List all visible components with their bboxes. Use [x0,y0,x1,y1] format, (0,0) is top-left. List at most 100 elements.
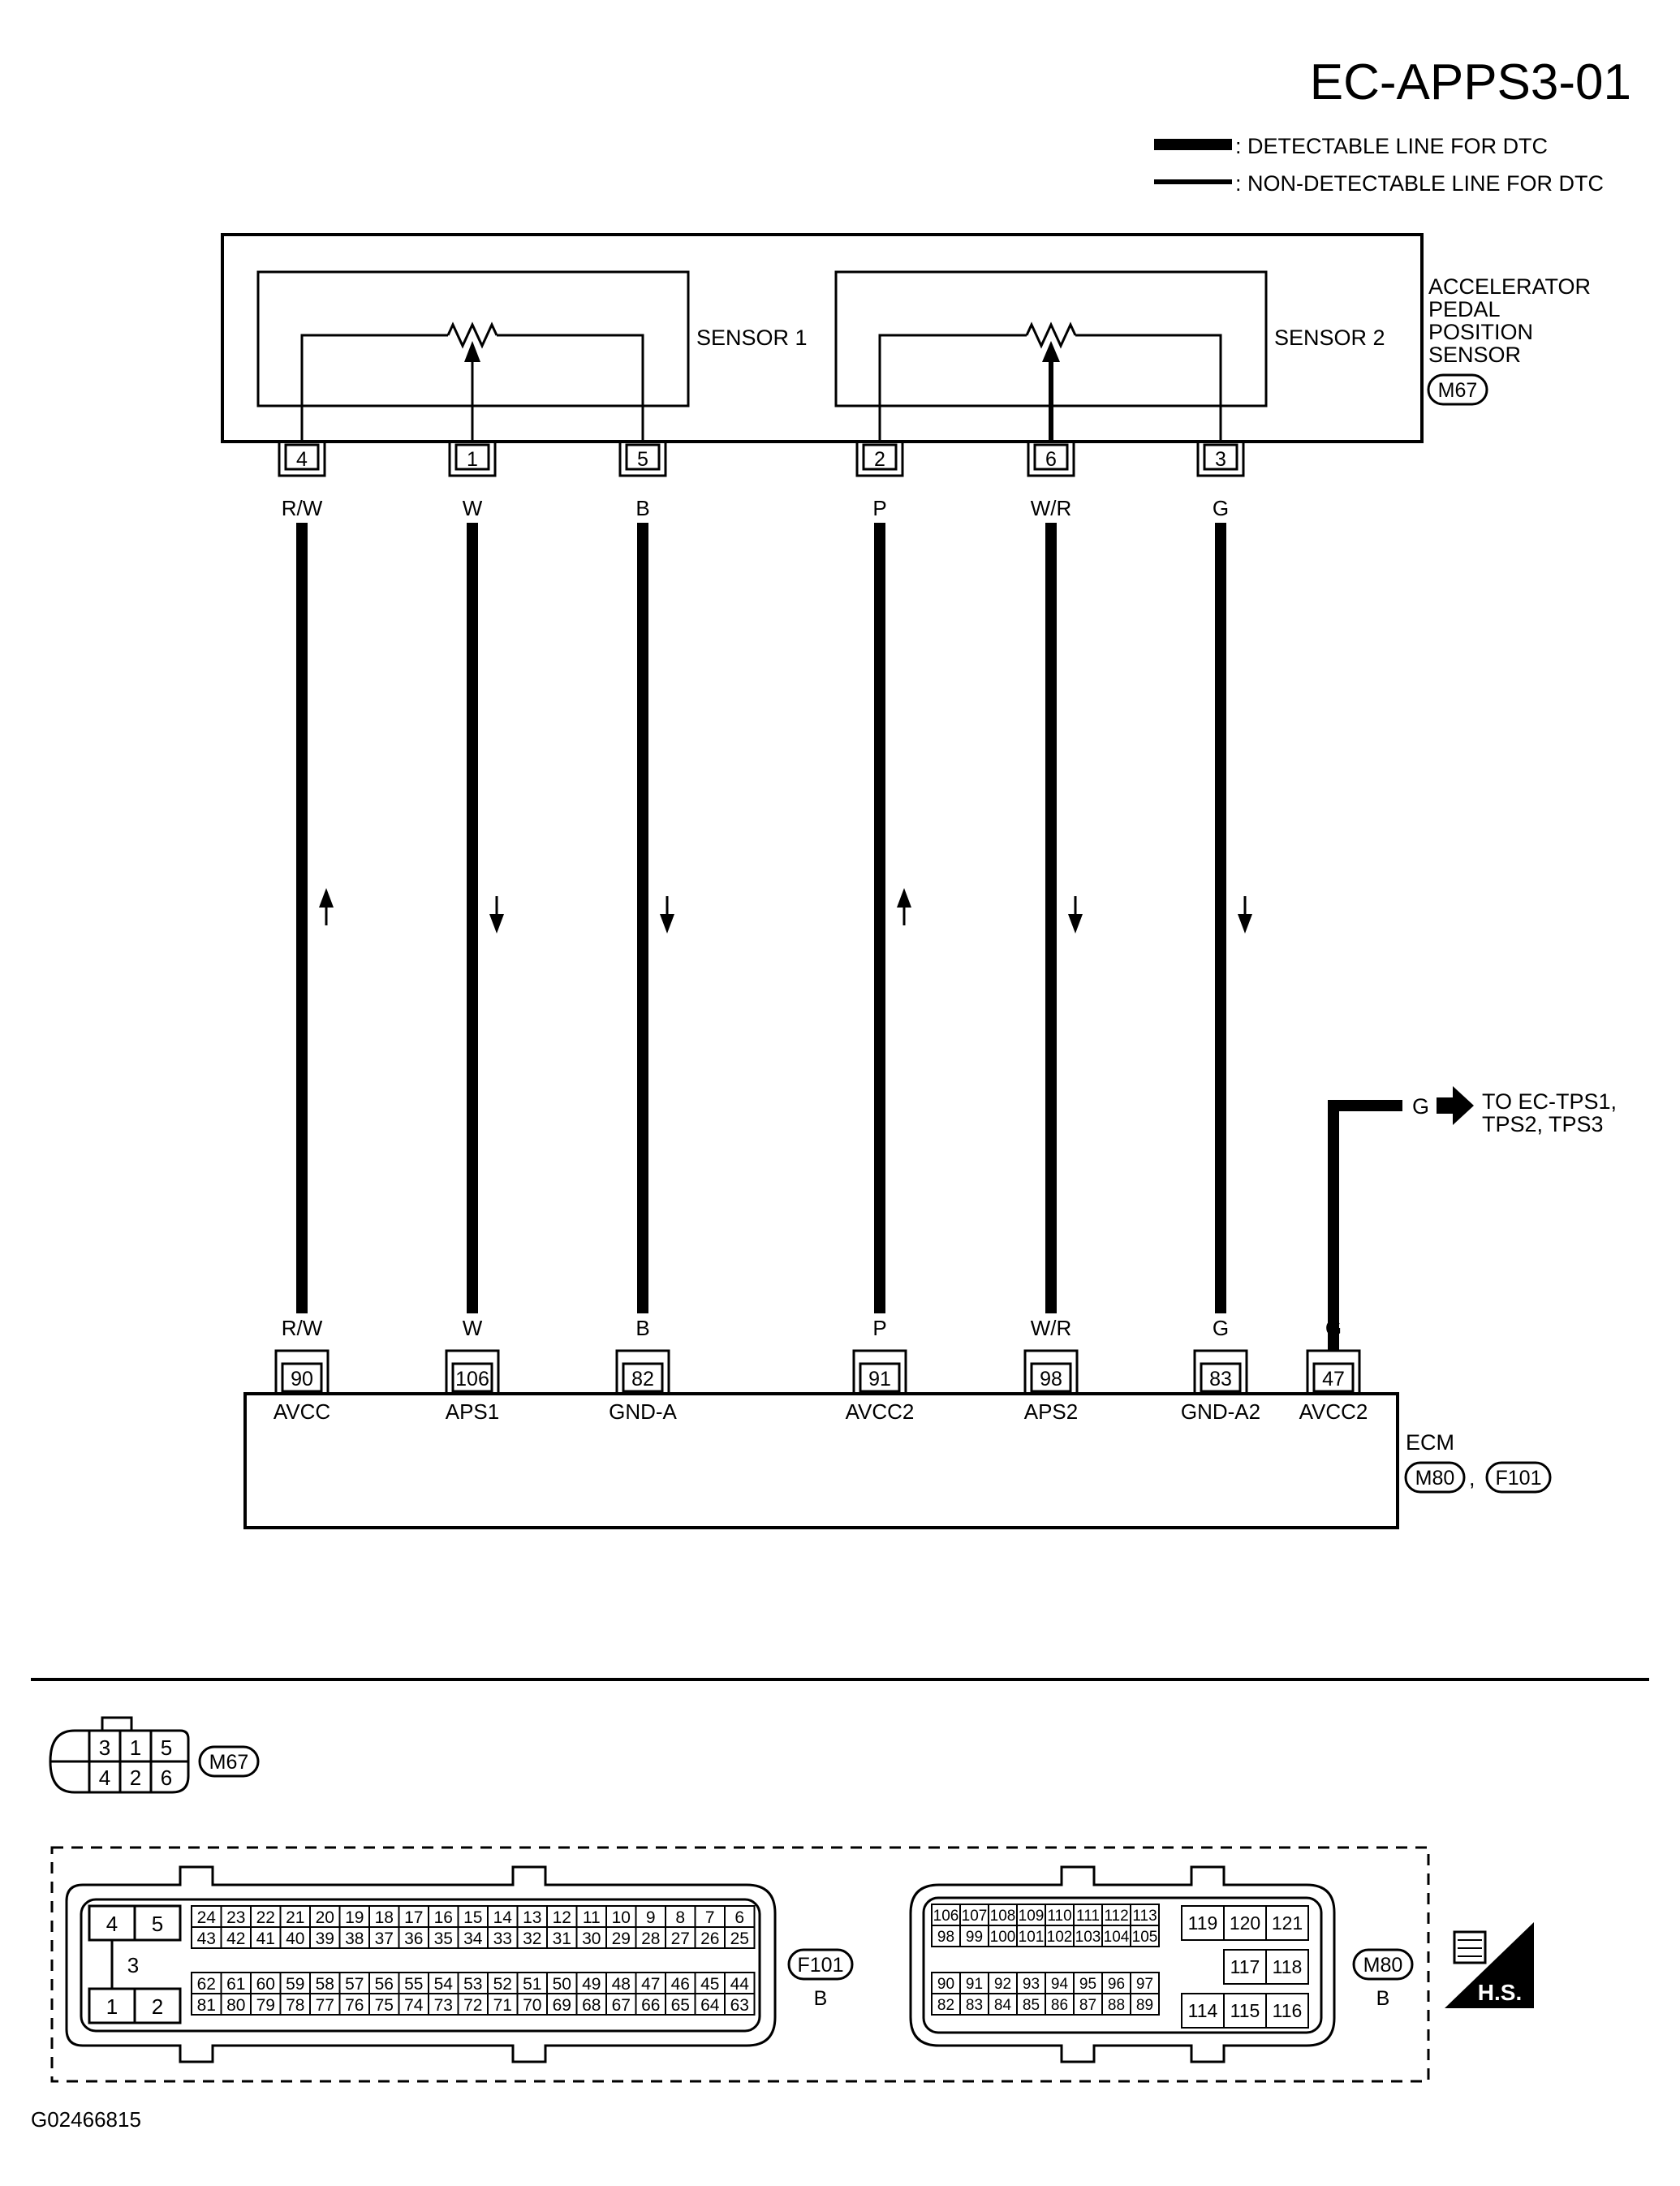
sensor2-potentiometer [878,321,1222,442]
legend-detectable-text: : DETECTABLE LINE FOR DTC [1235,134,1548,158]
sensor1-potentiometer [300,321,644,442]
f101-pin: 73 [434,1996,453,2015]
f101-pin: 31 [553,1929,571,1948]
f101-badge: F101 [787,1948,854,1981]
wire-color-top: W/R [1031,496,1072,520]
accelerator-pedal-position-sensor: SENSOR 1 SENSOR 2 ACCELERATOR PEDAL POSI… [221,233,1591,443]
m80-pin: 106 [933,1908,959,1925]
svg-text:M80: M80 [1415,1467,1455,1490]
branch-wire-to-tps: G TO EC-TPS1, TPS2, TPS3 [1328,1086,1617,1352]
f101-pin: 12 [553,1908,571,1927]
m80-pin: 111 [1076,1908,1100,1925]
wire-color-top: B [635,496,649,520]
wire-color-bottom: P [872,1316,886,1340]
ecm-terminal-number: 83 [1209,1368,1232,1391]
f101-pin: 53 [463,1975,482,1994]
svg-text:M80: M80 [1363,1954,1403,1977]
f101-pin: 57 [345,1975,364,1994]
ecm-signal-name: AVCC2 [1299,1399,1368,1424]
wire-color-bottom: R/W [282,1316,323,1340]
sensor-terminal-number: 3 [1215,448,1226,471]
f101-pin: 44 [730,1975,750,1994]
f101-pin: 26 [700,1929,719,1948]
m80-pin: 82 [937,1997,954,2014]
f101-pin: 60 [256,1975,275,1994]
f101-pin: 70 [523,1996,541,2015]
f101-pin: 69 [553,1996,571,2015]
f101-pin: 71 [493,1996,512,2015]
sensor-terminal-number: 4 [296,448,308,471]
f101-pin: 47 [641,1975,660,1994]
m80-pin: 110 [1047,1908,1071,1925]
m80-pin: 103 [1075,1929,1101,1946]
f101-pin: 32 [523,1929,541,1948]
f101-pin: 35 [434,1929,453,1948]
m67-pin: 4 [99,1766,110,1790]
figure-id: G02466815 [31,2107,141,2132]
m80-pin: 108 [990,1908,1016,1925]
f101-pin: 22 [256,1908,275,1927]
m80-pin: 94 [1051,1976,1069,1993]
f101-pin: 33 [493,1929,512,1948]
f101-pin: 78 [286,1996,304,2015]
f101-pin: 30 [582,1929,601,1948]
f101-pin: 67 [612,1996,631,2015]
f101-pin: 16 [434,1908,453,1927]
f101-pin: 29 [612,1929,631,1948]
svg-text:F101: F101 [1496,1467,1542,1490]
f101-pin: 58 [316,1975,334,1994]
f101-pin: 66 [641,1996,660,2015]
f101-pin: 63 [730,1996,749,2015]
ecm-signal-name: GND-A [609,1399,677,1424]
f101-pin: 19 [345,1908,364,1927]
f101-pin: 5 [152,1912,163,1936]
page-code: EC-APPS3-01 [1310,54,1631,110]
ecm-box [243,1392,1399,1529]
f101-pin: 41 [256,1929,275,1948]
f101-pin: 17 [404,1908,423,1927]
m67-pin: 3 [99,1735,110,1760]
f101-pin: 68 [582,1996,601,2015]
m80-pin: 96 [1108,1976,1125,1993]
f101-pin: 40 [286,1929,304,1948]
f101-housing [65,1865,777,2063]
wire-color-top: W [463,496,483,520]
f101-pin: 14 [493,1908,513,1927]
f101-color: B [814,1987,828,2010]
f101-pin: 25 [730,1929,749,1948]
m80-pin: 120 [1230,1912,1260,1934]
m80-pin: 115 [1230,2000,1260,2021]
f101-pin: 59 [286,1975,304,1994]
hs-label: H.S. [1478,1980,1522,2005]
m67-pin: 1 [130,1735,141,1760]
f101-pin: 46 [671,1975,690,1994]
f101-pin: 11 [583,1908,601,1927]
sensor-name-line-3: POSITION [1428,320,1533,344]
f101-pin: 81 [197,1996,216,2015]
m80-pin: 100 [990,1929,1016,1946]
f101-pin: 61 [226,1975,245,1994]
f101-pin: 7 [705,1908,715,1927]
f101-pin: 9 [646,1908,656,1927]
f101-pin: 62 [197,1975,216,1994]
m67-pin: 2 [130,1766,141,1790]
ecm-connector-separator: , [1469,1466,1475,1490]
sensor-terminal-number: 2 [874,448,885,471]
m80-pin: 95 [1079,1976,1096,1993]
f101-pin: 65 [671,1996,690,2015]
f101-pin: 27 [671,1929,690,1948]
f101-pin: 75 [375,1996,394,2015]
f101-pin: 4 [106,1912,118,1936]
m80-pin: 107 [962,1908,988,1925]
m80-pin: 93 [1023,1976,1040,1993]
m80-pin: 102 [1047,1929,1073,1946]
f101-pin: 80 [226,1996,245,2015]
f101-pin: 23 [226,1908,245,1927]
branch-arrow-icon [1437,1086,1474,1125]
f101-pin: 56 [375,1975,394,1994]
